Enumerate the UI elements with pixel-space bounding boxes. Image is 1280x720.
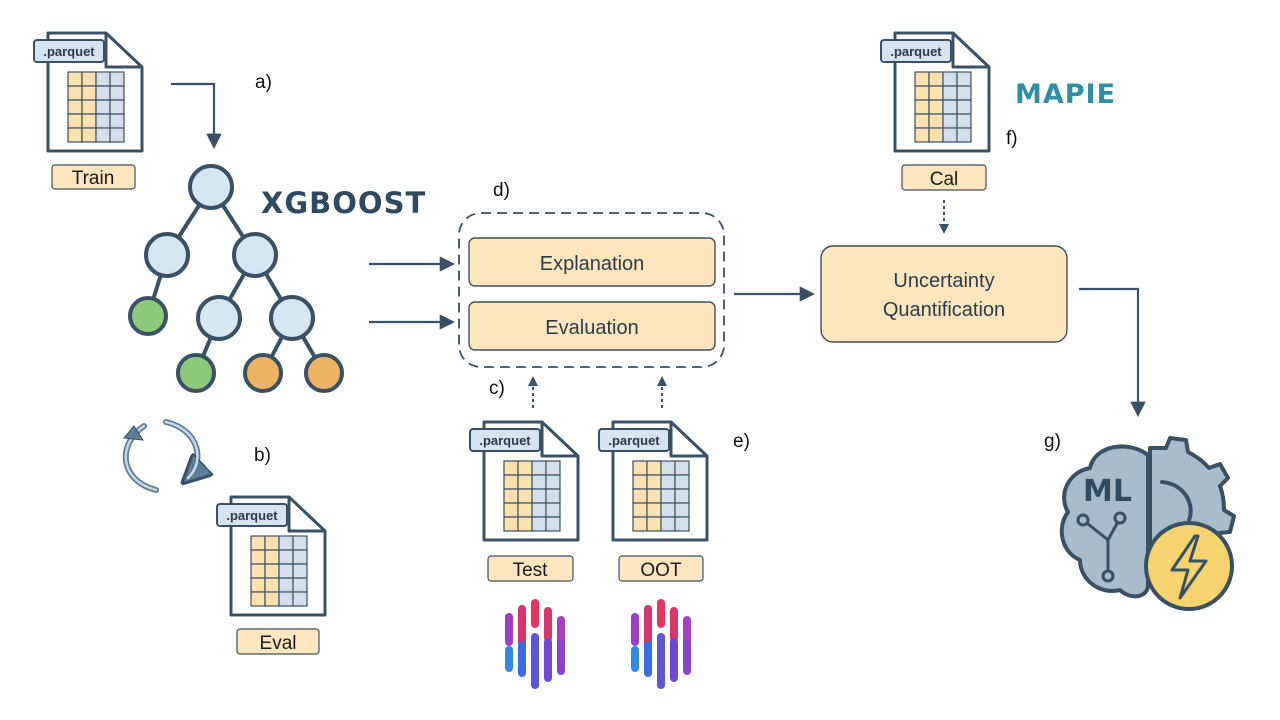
uq-to-output-arrow — [1079, 287, 1146, 418]
step-a-label: a) — [255, 72, 272, 93]
explanation-label: Explanation — [540, 253, 645, 275]
uq-line2: Quantification — [883, 299, 1005, 321]
step-b-label: b) — [254, 445, 271, 466]
step-g-label: g) — [1044, 431, 1061, 452]
parquet-tag: .parquet — [479, 433, 531, 448]
tree-node-l3-leaf-green — [176, 353, 216, 393]
eval-parquet-file-icon: .parquet — [216, 495, 327, 617]
ml-icon-text: ML — [1083, 474, 1132, 509]
eval-label-box: Eval — [236, 628, 320, 655]
soundwave-logo-icon — [505, 599, 565, 689]
xgboost-logo: XGBOOST — [261, 186, 426, 220]
soundwave-logo-icon — [631, 599, 691, 689]
tree-node-l1-left — [144, 232, 190, 278]
tree-node-l2-right — [269, 295, 315, 341]
parquet-tag: .parquet — [890, 44, 942, 59]
tree-node-l1-right — [232, 232, 278, 278]
eval-label: Eval — [260, 633, 297, 654]
oot-parquet-file-icon: .parquet — [598, 420, 709, 542]
tree-node-l3-leaf-orange-2 — [304, 353, 344, 393]
analysis-group — [458, 212, 725, 368]
cal-parquet-file-icon: .parquet — [880, 31, 991, 153]
train-label-box: Train — [51, 164, 136, 190]
step-e-label: e) — [733, 431, 750, 452]
test-label-box: Test — [487, 555, 574, 582]
evaluation-label: Evaluation — [545, 317, 638, 339]
xgboost-tree-icon — [128, 164, 344, 393]
parquet-tag: .parquet — [608, 433, 660, 448]
train-label: Train — [72, 168, 115, 189]
mapie-logo: MAPIE — [1015, 79, 1116, 110]
oot-label-box: OOT — [618, 555, 704, 582]
explanation-box: Explanation — [468, 237, 716, 287]
train-parquet-file-icon: .parquet — [33, 31, 144, 153]
cal-label: Cal — [930, 169, 959, 190]
tree-node-l3-leaf-orange-1 — [243, 353, 283, 393]
test-parquet-file-icon: .parquet — [469, 420, 580, 542]
evaluation-box: Evaluation — [468, 301, 716, 351]
tree-node-l2-mid — [196, 295, 242, 341]
uq-line1: Uncertainty — [893, 270, 994, 292]
test-label: Test — [513, 560, 549, 581]
brain-gear-lightning-icon: ML — [1059, 436, 1236, 611]
step-f-label: f) — [1006, 128, 1018, 149]
train-to-model-arrow — [171, 82, 222, 150]
parquet-tag: .parquet — [43, 44, 95, 59]
uncertainty-quantification-box: Uncertainty Quantification — [820, 245, 1068, 343]
tree-node-l2-leaf-green — [128, 296, 168, 336]
step-c-label: c) — [489, 378, 505, 399]
step-d-label: d) — [493, 180, 510, 201]
oot-label: OOT — [640, 560, 682, 581]
parquet-tag: .parquet — [226, 508, 278, 523]
tree-node-root — [188, 164, 234, 210]
cal-label-box: Cal — [901, 164, 987, 191]
refresh-cycle-icon — [122, 419, 197, 493]
